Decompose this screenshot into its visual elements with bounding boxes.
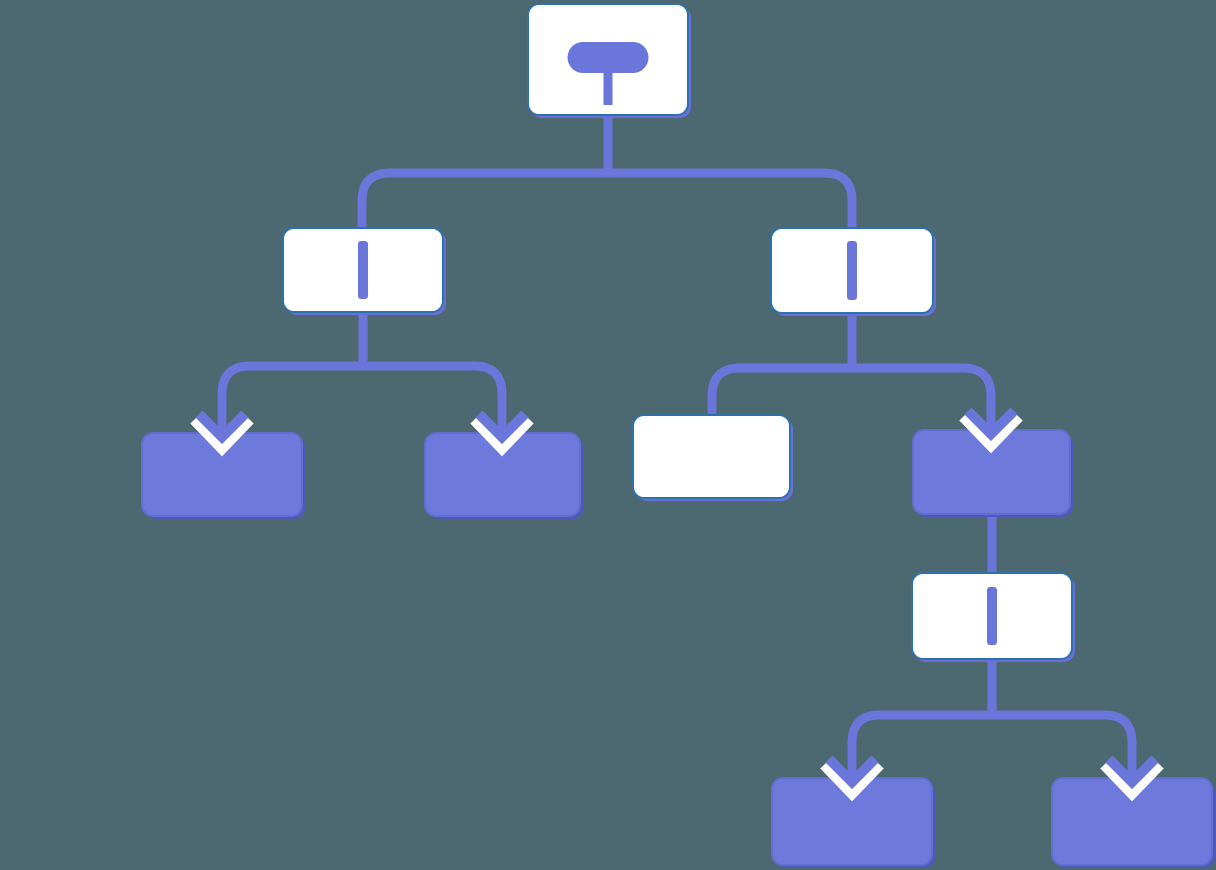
node-divider-bar	[358, 241, 368, 299]
node-divider-bar	[847, 241, 857, 300]
arrow-into-leaf-4-chevron-white-icon	[820, 759, 884, 802]
edge-left-branch	[217, 361, 507, 424]
node-divider-bar	[987, 587, 997, 645]
arrow-into-leaf-1-chevron-white-icon	[190, 414, 254, 457]
arrow-into-leaf-5-chevron-down-icon	[1105, 755, 1159, 790]
root-pill-icon	[567, 42, 649, 73]
arrow-into-leaf-1-chevron-down-icon	[195, 410, 249, 445]
edge-bottom-branch	[847, 710, 1137, 770]
edge-level1-branch	[357, 168, 857, 228]
arrow-into-leaf-5-chevron-white-icon	[1100, 759, 1164, 802]
arrow-into-leaf-3-chevron-down-icon	[964, 407, 1018, 442]
arrow-into-leaf-4-chevron-down-icon	[825, 755, 879, 790]
arrow-into-leaf-2-chevron-white-icon	[470, 414, 534, 457]
edge-right-branch	[707, 363, 996, 424]
arrow-into-leaf-2-chevron-down-icon	[475, 410, 529, 445]
plain-node[interactable]	[632, 414, 791, 499]
arrow-into-leaf-3-chevron-white-icon	[959, 411, 1023, 454]
root-pill-stem	[603, 73, 613, 105]
